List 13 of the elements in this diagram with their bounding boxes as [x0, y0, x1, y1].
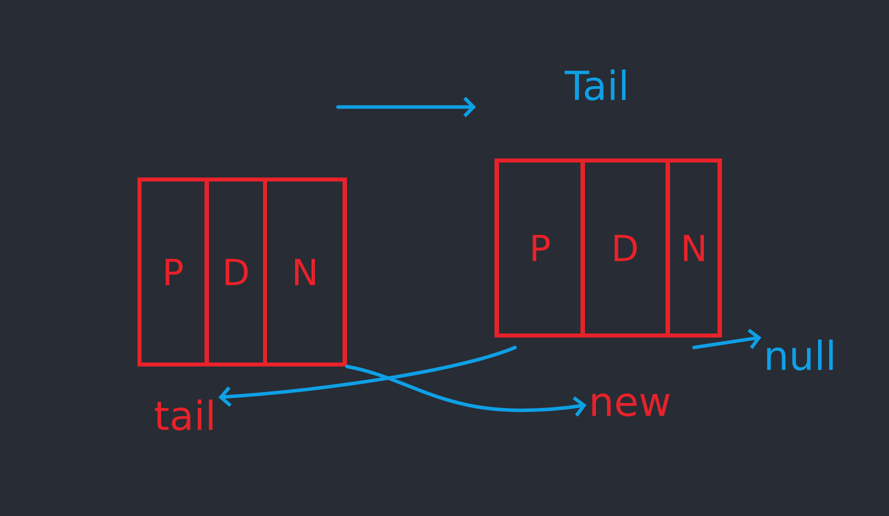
handwritten-label: null [767, 340, 833, 370]
list-cell: N [263, 178, 347, 366]
arrow [345, 364, 586, 417]
handwritten-label: tail [154, 400, 212, 430]
list-cell: P [495, 158, 585, 338]
handwritten-label: Tail [564, 70, 626, 100]
arrow [692, 328, 762, 350]
list-cell: D [205, 178, 267, 366]
list-cell: P [138, 178, 208, 366]
list-cell: D [580, 158, 670, 338]
list-cell: N [666, 158, 722, 338]
arrow [218, 346, 517, 407]
handwritten-label: new [592, 394, 670, 416]
